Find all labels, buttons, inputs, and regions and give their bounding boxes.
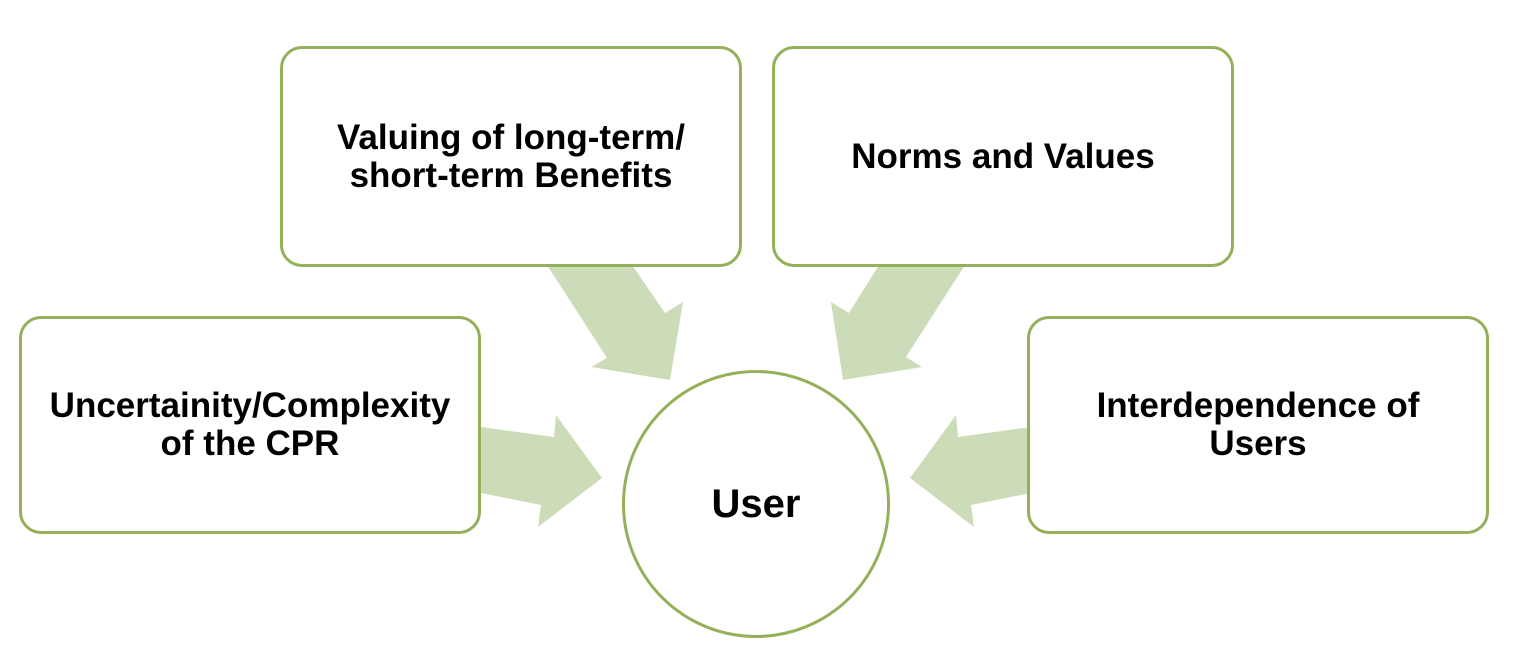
- arrow-norms-to-user: [831, 265, 965, 380]
- factor-label: Uncertainity/Complexity of the CPR: [49, 386, 451, 463]
- factor-label: Valuing of long-term/ short-term Benefit…: [336, 117, 686, 195]
- user-label: User: [711, 481, 801, 526]
- factor-box-interdependence: Interdependence of Users: [1027, 316, 1489, 534]
- factor-label: Interdependence of Users: [1096, 386, 1420, 463]
- arrow-interdependence-to-user: [910, 415, 1031, 527]
- arrow-valuing-to-user: [547, 265, 683, 380]
- factor-box-uncertainty: Uncertainity/Complexity of the CPR: [19, 316, 481, 534]
- factor-box-norms: Norms and Values: [772, 46, 1234, 267]
- user-circle: User: [622, 370, 890, 638]
- factor-box-valuing: Valuing of long-term/ short-term Benefit…: [280, 46, 742, 267]
- arrow-uncertainty-to-user: [481, 415, 602, 527]
- factor-label: Norms and Values: [851, 136, 1155, 176]
